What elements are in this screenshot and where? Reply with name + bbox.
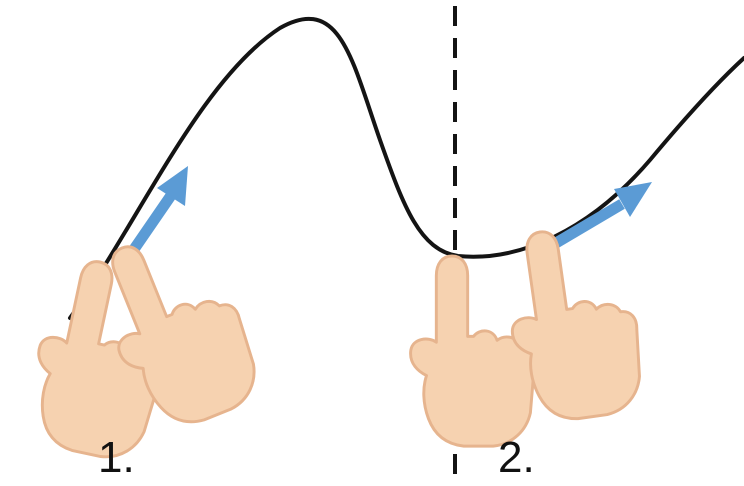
step-label-2: 2. xyxy=(498,436,535,480)
step-label-1: 1. xyxy=(98,436,135,480)
pointing-hand-icon xyxy=(411,256,535,446)
direction-arrow-icon xyxy=(556,182,652,243)
gesture-curve xyxy=(70,19,744,318)
